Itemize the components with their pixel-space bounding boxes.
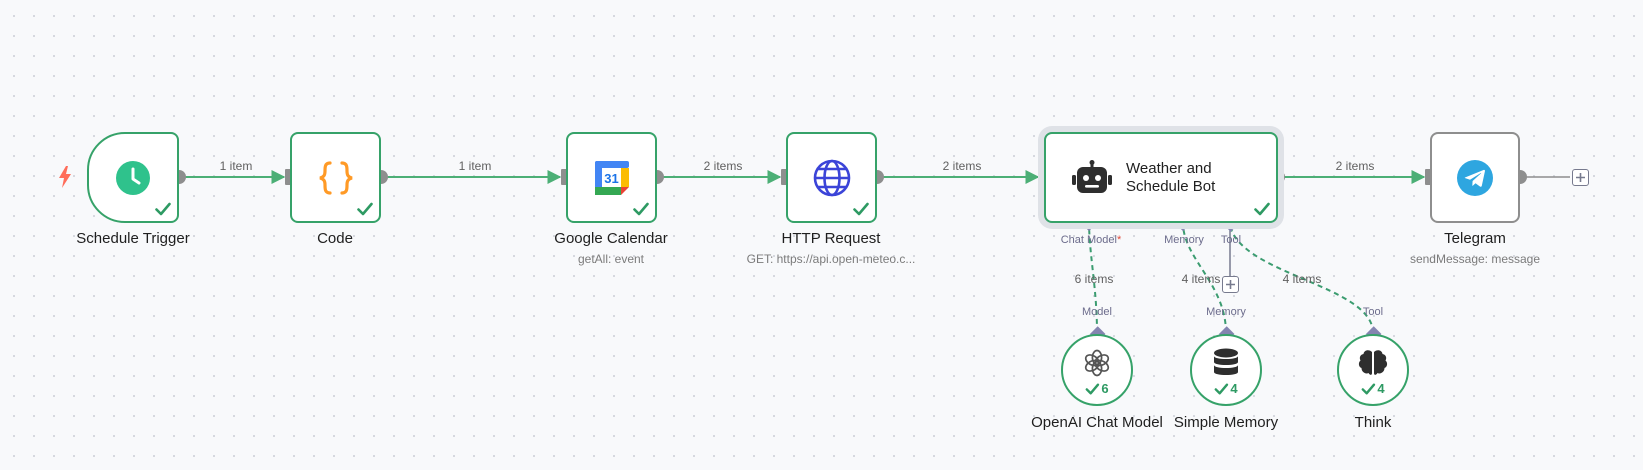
chat-model-port-text: Chat Model (1060, 234, 1117, 246)
telegram-node[interactable] (1430, 132, 1520, 223)
edge-label-agent-telegram: 2 items (1335, 159, 1375, 173)
agent-chat-model-port-label: Chat Model* (1061, 234, 1122, 246)
google-calendar-title: Google Calendar (554, 230, 668, 247)
think-node[interactable]: 4 (1337, 334, 1409, 406)
edge-memory-agent[interactable] (1182, 224, 1227, 334)
edge-tool-agent[interactable] (1229, 224, 1374, 334)
telegram-title: Telegram (1444, 230, 1506, 247)
robot-icon (1072, 159, 1112, 196)
google-calendar-icon: 31 (593, 159, 631, 197)
google-calendar-subtitle: getAll: event (577, 252, 645, 266)
success-check-icon (1085, 383, 1100, 394)
bolt-icon (58, 166, 72, 193)
success-check-icon (853, 202, 869, 216)
success-check-icon (1214, 383, 1229, 394)
run-count: 6 (1101, 381, 1109, 396)
telegram-subtitle: sendMessage: message (1409, 252, 1541, 266)
model-port-label: Model (1082, 306, 1112, 318)
database-icon (1213, 348, 1239, 378)
edge-label-model-agent: 6 items (1074, 272, 1114, 286)
add-memory-button[interactable] (1222, 276, 1239, 293)
edge-model-agent[interactable] (1088, 224, 1098, 334)
globe-icon (812, 158, 852, 198)
run-count-badge: 4 (1361, 381, 1385, 396)
simple-memory-title: Simple Memory (1173, 414, 1279, 431)
run-count-badge: 4 (1214, 381, 1238, 396)
http-request-title: HTTP Request (781, 230, 881, 247)
edge-label-http-agent: 2 items (942, 159, 982, 173)
agent-node[interactable]: Weather and Schedule Bot (1044, 132, 1278, 223)
openai-chat-model-title: OpenAI Chat Model (1031, 414, 1163, 431)
think-title: Think (1354, 414, 1392, 431)
schedule-trigger-title: Schedule Trigger (76, 230, 190, 247)
memory-port-label: Memory (1206, 306, 1246, 318)
run-count: 4 (1230, 381, 1238, 396)
edge-label-memory-agent: 4 items (1181, 272, 1221, 286)
edge-label-calendar-http: 2 items (703, 159, 743, 173)
edge-label-code-calendar: 1 item (458, 159, 492, 173)
code-node[interactable] (290, 132, 381, 223)
add-node-button[interactable] (1572, 169, 1589, 186)
run-count-badge: 6 (1085, 381, 1109, 396)
required-mark: * (1116, 234, 1122, 246)
schedule-trigger-node[interactable] (87, 132, 179, 223)
google-calendar-node[interactable]: 31 (566, 132, 657, 223)
success-check-icon (633, 202, 649, 216)
sub-connections (1088, 224, 1374, 334)
code-title: Code (317, 230, 353, 247)
brain-icon (1358, 349, 1388, 377)
plus-icon (1576, 173, 1585, 182)
success-check-icon (1361, 383, 1376, 394)
calendar-date-text: 31 (604, 171, 618, 186)
tool-port-label: Tool (1362, 306, 1384, 318)
agent-title-line1: Weather and (1126, 159, 1212, 177)
simple-memory-node[interactable]: 4 (1190, 334, 1262, 406)
edge-label-trigger-code: 1 item (219, 159, 253, 173)
success-check-icon (357, 202, 373, 216)
openai-chat-model-node[interactable]: 6 (1061, 334, 1133, 406)
success-check-icon (1254, 202, 1270, 216)
openai-icon (1082, 348, 1112, 378)
plus-icon (1226, 280, 1235, 289)
http-request-node[interactable] (786, 132, 877, 223)
braces-icon (317, 159, 355, 197)
success-check-icon (155, 202, 171, 216)
edge-label-tool-agent: 4 items (1282, 272, 1322, 286)
agent-title: Weather and Schedule Bot (1126, 160, 1215, 196)
agent-title-line2: Schedule Bot (1126, 177, 1216, 195)
agent-tool-port-label: Tool (1220, 234, 1242, 246)
run-count: 4 (1377, 381, 1385, 396)
clock-icon (115, 160, 151, 196)
agent-memory-port-label: Memory (1164, 234, 1204, 246)
http-request-subtitle: GET: https://api.open-meteo.c... (746, 252, 916, 266)
telegram-icon (1456, 159, 1494, 197)
